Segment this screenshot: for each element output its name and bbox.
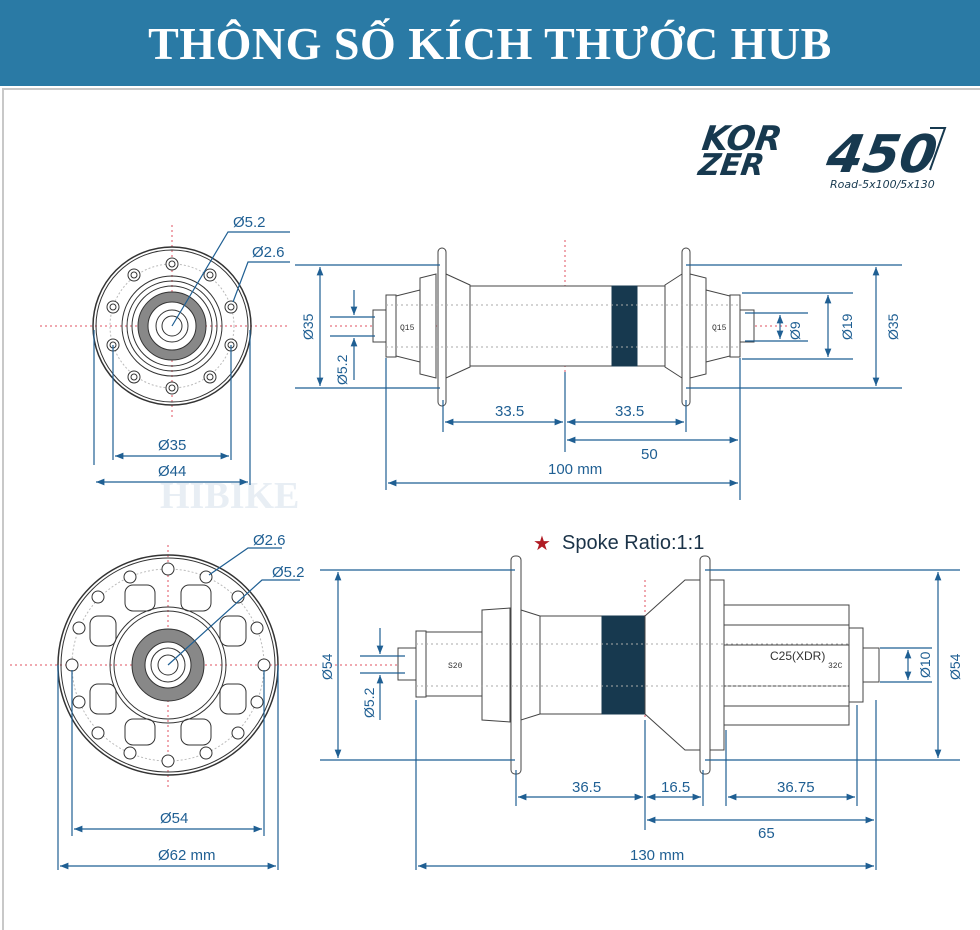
rear-hole-diameter-label: Ø2.6	[253, 532, 286, 549]
rear-left-axle-label: Ø5.2	[361, 687, 377, 718]
rear-left-offset-label: 36.5	[572, 779, 601, 796]
rear-left-flange-label: Ø54	[319, 653, 335, 680]
front-left-offset-label: 33.5	[495, 403, 524, 420]
front-hole-diameter-label: Ø2.6	[252, 244, 285, 261]
front-right-part-label: Q15	[712, 324, 727, 333]
rear-end-view-dimensions	[57, 547, 300, 870]
rear-right-axle-label: Ø10	[917, 651, 933, 678]
logo-line2: ZER	[695, 148, 766, 183]
logo-subtitle: Road-5x100/5x130	[830, 178, 935, 191]
rear-right-offset-label: 16.5	[661, 779, 690, 796]
page-title: THÔNG SỐ KÍCH THƯỚC HUB	[148, 18, 832, 69]
watermark: HIBIKE	[160, 475, 299, 517]
rear-end-view	[10, 545, 320, 790]
rear-axle-diameter-label: Ø5.2	[272, 564, 305, 581]
front-left-axle-label: Ø5.2	[334, 354, 350, 385]
rear-half-width-label: 65	[758, 825, 775, 842]
rear-right-part-label: 32C	[828, 662, 843, 671]
rear-flange-diameter-label: Ø62 mm	[158, 847, 216, 864]
front-left-flange-label: Ø35	[300, 313, 316, 340]
front-right-flange-label: Ø35	[885, 313, 901, 340]
front-side-view	[330, 240, 790, 407]
front-left-part-label: Q15	[400, 324, 415, 333]
rear-left-part-label: S20	[448, 662, 463, 671]
spoke-ratio-label: Spoke Ratio:1:1	[562, 532, 704, 554]
front-pcd-label: Ø35	[158, 437, 186, 454]
star-icon: ★	[533, 533, 551, 555]
front-axle-diameter-label: Ø5.2	[233, 214, 266, 231]
front-right-offset-label: 33.5	[615, 403, 644, 420]
rear-overall-width-label: 130 mm	[630, 847, 684, 864]
header-banner: THÔNG SỐ KÍCH THƯỚC HUB	[0, 0, 980, 86]
front-endcap-label: Ø19	[839, 313, 855, 340]
freehub-length-label: 36.75	[777, 779, 815, 796]
rear-side-view	[330, 555, 880, 775]
front-flange-diameter-label: Ø44	[158, 463, 186, 480]
rear-pcd-label: Ø54	[160, 810, 188, 827]
drawing-frame	[2, 88, 980, 930]
front-right-axle-label: Ø9	[787, 321, 803, 340]
logo-model: 450	[821, 124, 941, 185]
front-overall-width-label: 100 mm	[548, 461, 602, 478]
front-side-view-dimensions	[295, 264, 902, 500]
freehub-label: C25(XDR)	[770, 649, 825, 663]
spoke-ratio-note: ★ Spoke Ratio:1:1	[533, 532, 704, 555]
front-end-view-dimensions	[93, 231, 290, 486]
logo-line1: KOR	[700, 119, 785, 159]
rear-right-flange-label: Ø54	[947, 653, 963, 680]
rear-side-view-dimensions	[320, 569, 960, 870]
brand-logo: KOR ZER 450 Road-5x100/5x130	[695, 119, 947, 191]
front-half-width-label: 50	[641, 446, 658, 463]
